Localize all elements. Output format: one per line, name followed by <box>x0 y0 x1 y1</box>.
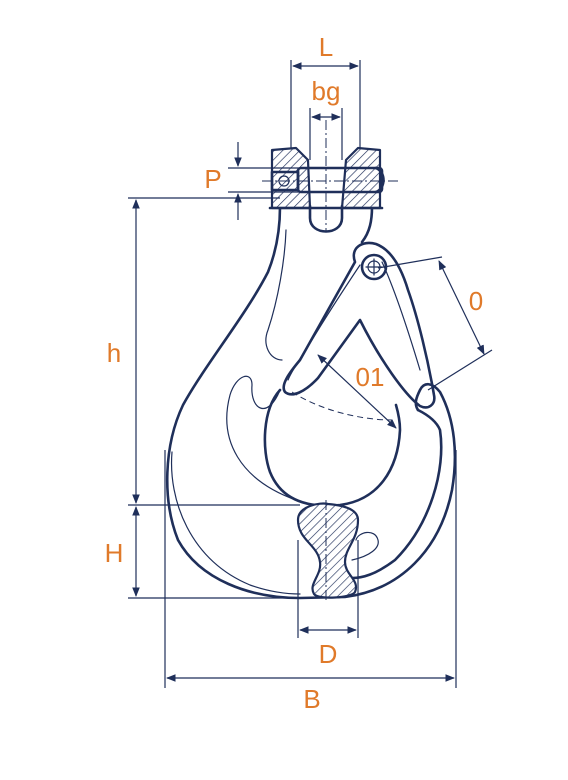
hook-section-D <box>296 502 360 599</box>
label-L: L <box>319 32 333 62</box>
label-O1: 01 <box>356 362 385 392</box>
latch-outline <box>282 241 436 409</box>
clevis-pin-end <box>270 170 300 192</box>
dim-O-ext-top <box>377 256 443 269</box>
hook-outer-outline <box>166 205 457 600</box>
latch-inner-line <box>287 264 361 381</box>
safety-latch <box>282 241 436 409</box>
dimension-lines <box>128 60 493 688</box>
clevis-right-jaw <box>340 146 382 210</box>
clevis-pin-cap <box>374 166 385 194</box>
hook-shank-right <box>360 205 374 244</box>
label-H: H <box>105 538 124 568</box>
label-B: B <box>303 684 320 714</box>
hook-inner-bowl-line <box>226 375 297 501</box>
clevis-left-jaw <box>270 146 312 210</box>
latch-inner-line-2 <box>381 261 421 371</box>
hook-shank-detail <box>265 229 287 361</box>
hook-throat <box>263 388 402 507</box>
label-O: 0 <box>469 286 483 316</box>
latch-swing-arc <box>291 391 393 421</box>
label-P: P <box>204 164 221 194</box>
dimension-labels: L bg P h 0 01 H D B <box>105 32 484 714</box>
hook-rim-line <box>170 451 301 595</box>
dim-O1-line <box>317 354 397 429</box>
dim-O-ext-bottom <box>427 349 493 391</box>
dim-O-line <box>438 260 485 355</box>
clevis-head <box>268 146 385 233</box>
label-D: D <box>319 639 338 669</box>
hook-inner-rim-right <box>351 531 379 561</box>
hook-inner-outline <box>350 408 443 580</box>
label-bg: bg <box>312 76 341 106</box>
label-h: h <box>107 338 121 368</box>
